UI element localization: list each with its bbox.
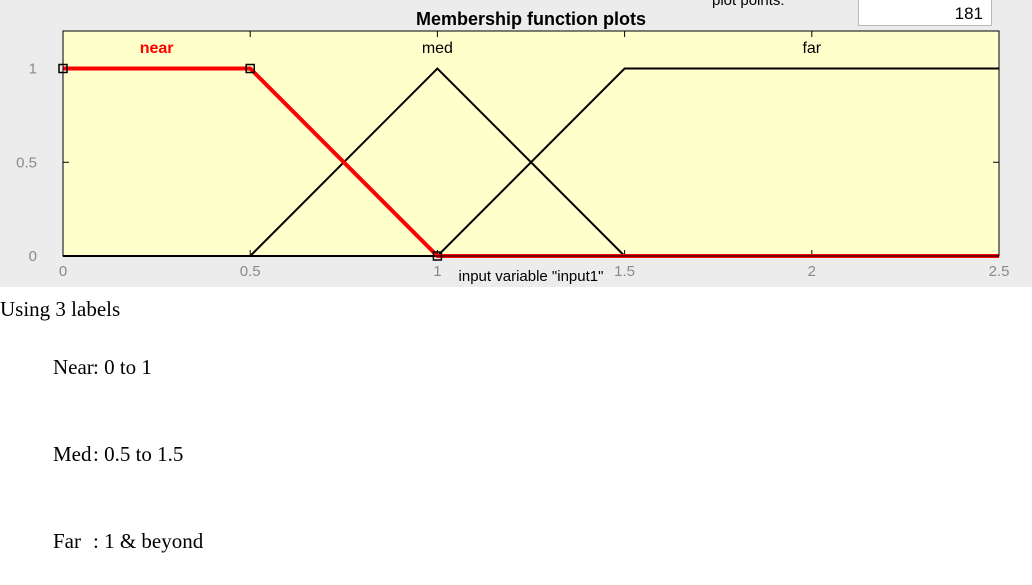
mf-breakpoint-marker [245,63,255,74]
x-tick-label: 2 [808,263,816,280]
mf-label-far: far [802,40,821,57]
x-tick-label: 1 [433,263,441,280]
x-tick-label: 0 [59,263,67,280]
membership-function-chart: Membership function plots 0 0.5 1 1.5 2 2.5 0 0.… [16,9,1010,285]
x-tick-label: 0.5 [240,263,261,280]
y-tick-label: 0 [29,248,37,265]
note-line-med: Med: 0.5 to 1.5 [0,411,1032,498]
note-label-range: : 1 & beyond [93,529,204,553]
notes-heading: Using 3 labels [0,297,121,321]
y-tick-label: 1 [29,61,37,78]
x-tick-label: 2.5 [989,263,1010,280]
plot-points-label: plot points: [712,0,785,9]
x-tick-label: 1.5 [614,263,635,280]
note-line-near: Near: 0 to 1 [0,324,1032,411]
note-label-name: Near [53,355,94,379]
notes-section: Using 3 labels Near: 0 to 1 Med: 0.5 to … [0,295,1032,585]
x-axis-label: input variable "input1" [459,268,604,285]
chart-title: Membership function plots [416,9,646,29]
membership-function-figure: Membership function plots 0 0.5 1 1.5 2 2.5 0 0.… [0,0,1032,287]
note-label-name: Med [53,442,92,466]
plot-area-frame [62,30,1000,257]
note-line-far: Far : 1 & beyond [0,498,1032,585]
y-tick-label: 0.5 [16,154,37,171]
plot-area-background [63,31,999,256]
mf-label-near: near [140,40,174,57]
note-label-range: : 0.5 to 1.5 [93,442,184,466]
note-label-range: : 0 to 1 [93,355,152,379]
plot-points-input[interactable]: 181 [858,0,992,26]
mf-label-med: med [422,40,453,57]
note-label-name: Far [53,529,81,553]
